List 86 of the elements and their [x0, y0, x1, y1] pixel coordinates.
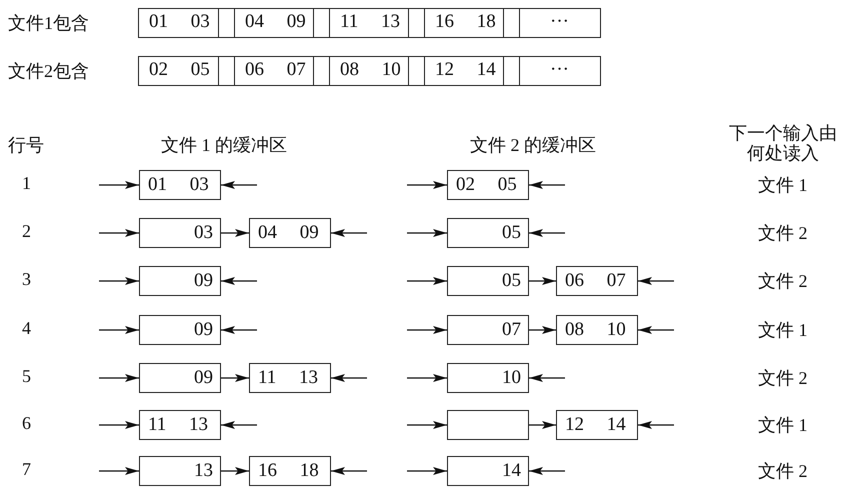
arrow	[638, 421, 674, 429]
buffer-box: 09	[139, 363, 221, 393]
buffer-box: 05	[447, 266, 529, 296]
ellipsis-cell: ···	[519, 9, 599, 37]
source-file-label: 文件 1	[758, 319, 808, 342]
buffer-box: 08 10	[556, 315, 638, 345]
buffer-box: 06 07	[556, 266, 638, 296]
record-cell: 01 03	[139, 9, 219, 37]
record-cell: 12 14	[424, 57, 504, 85]
source-file-label: 文件 2	[758, 270, 808, 293]
source-file-label: 文件 2	[758, 367, 808, 390]
arrow	[407, 181, 447, 189]
column-header: 文件 1 的缓冲区	[161, 134, 287, 157]
buffer-box: 03	[139, 218, 221, 248]
row-label: 文件1包含	[8, 12, 89, 35]
source-file-label: 文件 1	[758, 174, 808, 197]
source-file-label: 文件 2	[758, 460, 808, 483]
buffer-box: 01 03	[139, 170, 221, 200]
arrow	[407, 229, 447, 237]
source-file-label: 文件 1	[758, 414, 808, 437]
arrow	[99, 181, 139, 189]
arrow	[407, 467, 447, 475]
arrow	[638, 326, 674, 334]
row-number: 5	[22, 366, 31, 387]
arrow	[221, 229, 249, 237]
arrow	[638, 277, 674, 285]
buffer-box: 04 09	[249, 218, 331, 248]
buffer-box: 11 13	[139, 410, 221, 440]
record-strip	[138, 8, 601, 38]
row-label: 文件2包含	[8, 60, 89, 83]
arrow	[99, 326, 139, 334]
buffer-box: 02 05	[447, 170, 529, 200]
buffer-box	[447, 410, 529, 440]
arrow	[221, 374, 249, 382]
arrow	[529, 467, 565, 475]
arrow	[529, 229, 565, 237]
row-number: 2	[22, 221, 31, 242]
arrow	[529, 421, 556, 429]
record-cell: 16 18	[424, 9, 504, 37]
buffer-box: 11 13	[249, 363, 331, 393]
arrow	[331, 467, 367, 475]
arrow	[99, 229, 139, 237]
source-file-label: 文件 2	[758, 222, 808, 245]
arrow	[99, 467, 139, 475]
ellipsis-cell: ···	[519, 57, 599, 85]
arrow	[221, 277, 257, 285]
arrow	[331, 229, 367, 237]
arrow	[407, 277, 447, 285]
arrow	[529, 277, 556, 285]
arrow	[99, 374, 139, 382]
arrow	[529, 181, 565, 189]
buffer-box: 09	[139, 266, 221, 296]
arrow	[99, 277, 139, 285]
record-cell: 06 07	[234, 57, 314, 85]
record-cell: 02 05	[139, 57, 219, 85]
row-number: 7	[22, 459, 31, 480]
row-number: 3	[22, 269, 31, 290]
column-header: 行号	[8, 134, 44, 157]
record-cell: 08 10	[329, 57, 409, 85]
arrow	[221, 326, 257, 334]
record-strip	[138, 56, 601, 86]
arrow	[529, 326, 556, 334]
arrow	[221, 181, 257, 189]
buffer-box: 10	[447, 363, 529, 393]
arrow	[99, 421, 139, 429]
row-number: 1	[22, 173, 31, 194]
buffer-box: 16 18	[249, 456, 331, 486]
row-number: 4	[22, 318, 31, 339]
buffer-box: 13	[139, 456, 221, 486]
arrow	[221, 421, 257, 429]
buffer-box: 07	[447, 315, 529, 345]
arrow	[407, 374, 447, 382]
arrow	[529, 374, 565, 382]
arrow	[331, 374, 367, 382]
arrow	[407, 326, 447, 334]
arrow	[407, 421, 447, 429]
record-cell: 11 13	[329, 9, 409, 37]
row-number: 6	[22, 413, 31, 434]
buffer-box: 14	[447, 456, 529, 486]
arrow	[221, 467, 249, 475]
record-cell: 04 09	[234, 9, 314, 37]
column-header: 下一个输入由何处读入	[728, 123, 838, 163]
buffer-box: 12 14	[556, 410, 638, 440]
buffer-box: 09	[139, 315, 221, 345]
buffer-box: 05	[447, 218, 529, 248]
column-header: 文件 2 的缓冲区	[470, 134, 596, 157]
